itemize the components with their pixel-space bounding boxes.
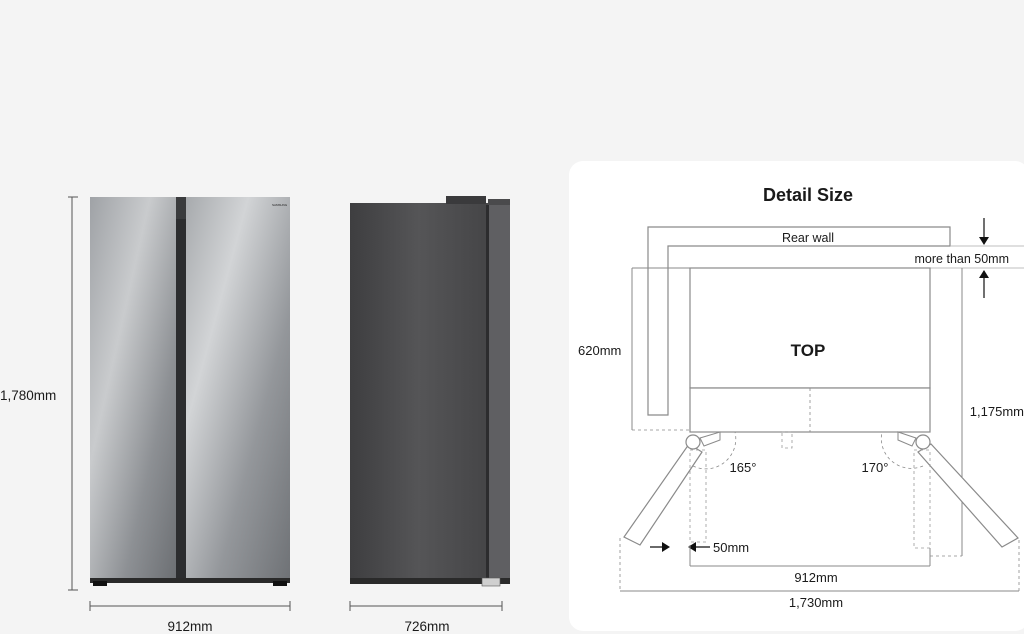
right-hinge — [915, 434, 931, 450]
rear-wall-label: Rear wall — [782, 231, 834, 245]
left-swing-arc — [692, 431, 737, 470]
detail-title: Detail Size — [763, 185, 853, 205]
right-drawer-guide — [913, 449, 931, 549]
side-top-hinge-2 — [488, 199, 510, 205]
side-door-edge — [488, 205, 510, 582]
side-top-hinge — [446, 196, 486, 204]
fridge-foot-right — [273, 581, 287, 586]
side-body — [350, 203, 488, 583]
right-door-stub — [897, 431, 917, 447]
fridge-door-gap-upper — [176, 197, 186, 219]
brand-mark: SAMSUNG — [272, 203, 288, 207]
detail-width-label: 912mm — [794, 570, 837, 585]
left-hinge — [685, 434, 701, 450]
front-width-label: 912mm — [167, 619, 212, 634]
rear-wall-shape — [647, 226, 951, 416]
fridge-top-body — [689, 267, 931, 389]
height-label-bg — [0, 384, 66, 406]
fridge-base — [90, 578, 290, 583]
depth-1175-label: 1,175mm — [970, 404, 1024, 419]
clearance-arrow-top-head — [979, 237, 989, 245]
side-view: 726mm — [349, 196, 510, 634]
clearance-label: more than 50mm — [915, 252, 1009, 266]
fridge-left-door — [90, 197, 176, 579]
left-open-door — [623, 443, 703, 546]
side-base — [350, 578, 510, 584]
clearance-arrow-bottom-head — [979, 270, 989, 278]
side-depth-label: 726mm — [404, 619, 449, 634]
left-drawer-guide — [689, 449, 707, 543]
right-angle-label: 170° — [862, 460, 889, 475]
open-width-label: 1,730mm — [789, 595, 843, 610]
right-swing-arc — [880, 431, 924, 469]
left-angle-label: 165° — [730, 460, 757, 475]
side-gap-left-head — [662, 542, 670, 552]
fridge-foot-left — [93, 581, 107, 586]
top-label: TOP — [791, 341, 826, 360]
depth-620-label: 620mm — [578, 343, 621, 358]
side-gap-label: 50mm — [713, 540, 749, 555]
side-foot — [481, 577, 501, 587]
front-view: 1,780mm SAMSUNG 912mm — [0, 196, 291, 634]
fridge-door-gap — [176, 197, 186, 579]
center-guide — [781, 431, 793, 449]
side-door-edge-highlight — [486, 205, 489, 582]
front-height-label: 1,780mm — [0, 388, 56, 403]
left-door-stub — [699, 431, 721, 447]
side-gap-right-head — [688, 542, 696, 552]
detail-size-panel: Detail Size Rear wall more than 50mm TOP… — [569, 161, 1024, 631]
fridge-right-door — [186, 197, 290, 579]
